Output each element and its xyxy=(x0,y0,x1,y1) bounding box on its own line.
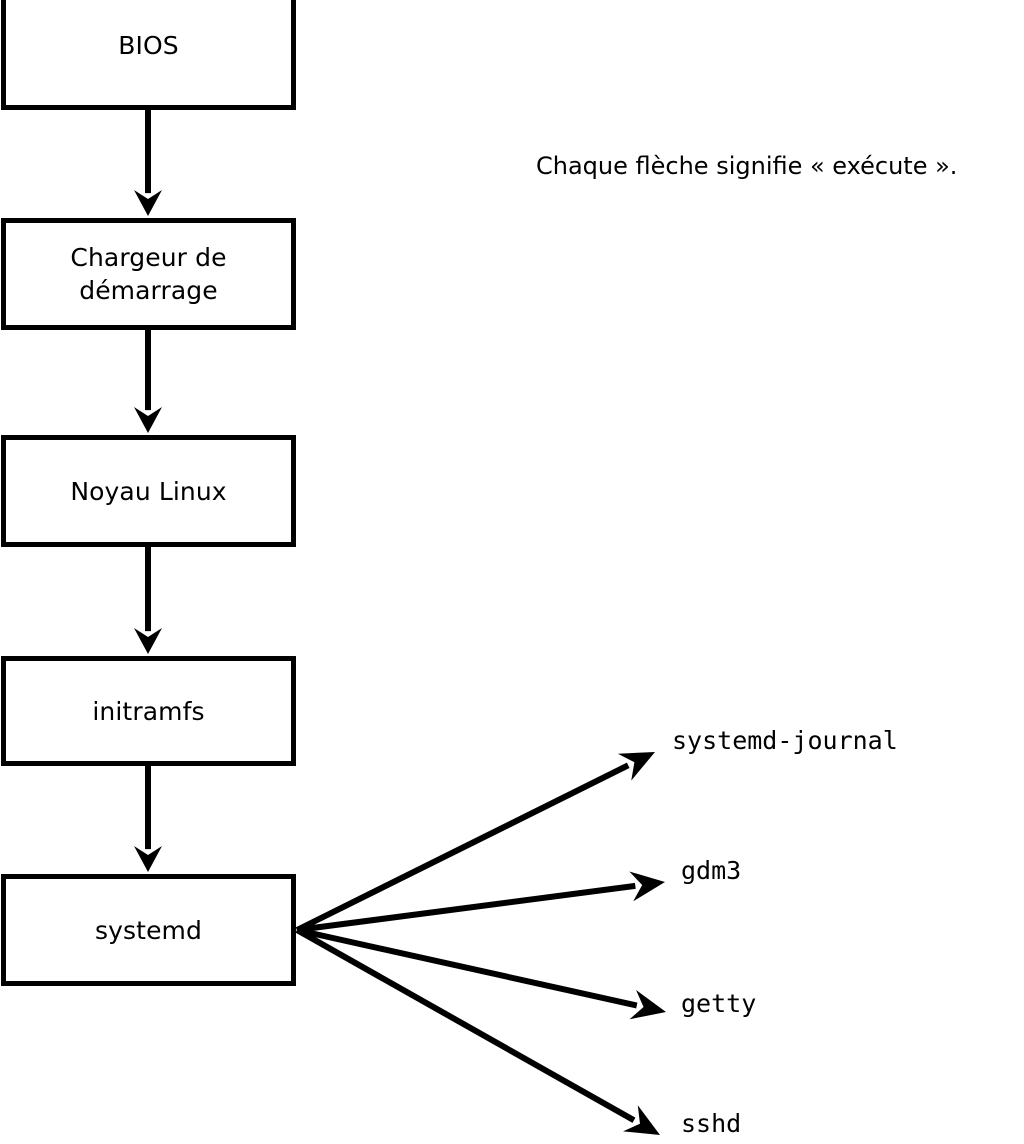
node-box-systemd: systemd xyxy=(1,874,296,986)
fanout-arrow-to-getty-head xyxy=(629,989,666,1020)
node-label-systemd: systemd xyxy=(95,915,202,945)
chain-arrow-bootloader-to-kernel-head xyxy=(134,407,162,433)
fanout-arrow-to-sshd-shaft xyxy=(295,927,636,1123)
service-label-sshd: sshd xyxy=(681,1109,742,1138)
fanout-arrow-to-systemd-journal-shaft xyxy=(295,762,630,933)
node-box-bootloader: Chargeur de démarrage xyxy=(1,218,296,330)
node-label-kernel: Noyau Linux xyxy=(70,476,227,506)
fanout-arrow-to-gdm3-shaft xyxy=(296,882,636,933)
fanout-arrow-to-sshd-head xyxy=(623,1105,660,1135)
node-label-initramfs: initramfs xyxy=(92,696,205,726)
fanout-arrow-group xyxy=(295,752,666,1135)
node-box-kernel: Noyau Linux xyxy=(1,435,296,547)
chain-arrow-initramfs-to-systemd-head xyxy=(134,846,162,872)
fanout-arrow-to-gdm3-head xyxy=(629,871,665,902)
chain-arrow-group xyxy=(134,110,162,872)
node-label-bootloader: Chargeur de démarrage xyxy=(70,243,227,305)
chain-arrow-bios-to-bootloader-head xyxy=(134,190,162,216)
node-box-bios: BIOS xyxy=(1,0,296,110)
fanout-arrow-to-getty-shaft xyxy=(296,927,638,1009)
chain-arrow-kernel-to-initramfs-head xyxy=(134,628,162,654)
diagram-caption: Chaque flèche signifie « exécute ». xyxy=(536,152,958,180)
service-label-systemd-journal: systemd-journal xyxy=(672,726,898,755)
service-label-getty: getty xyxy=(681,989,757,1018)
fanout-arrow-to-systemd-journal-head xyxy=(617,752,655,781)
service-label-gdm3: gdm3 xyxy=(681,856,742,885)
node-box-initramfs: initramfs xyxy=(1,656,296,766)
node-label-bios: BIOS xyxy=(118,30,179,60)
